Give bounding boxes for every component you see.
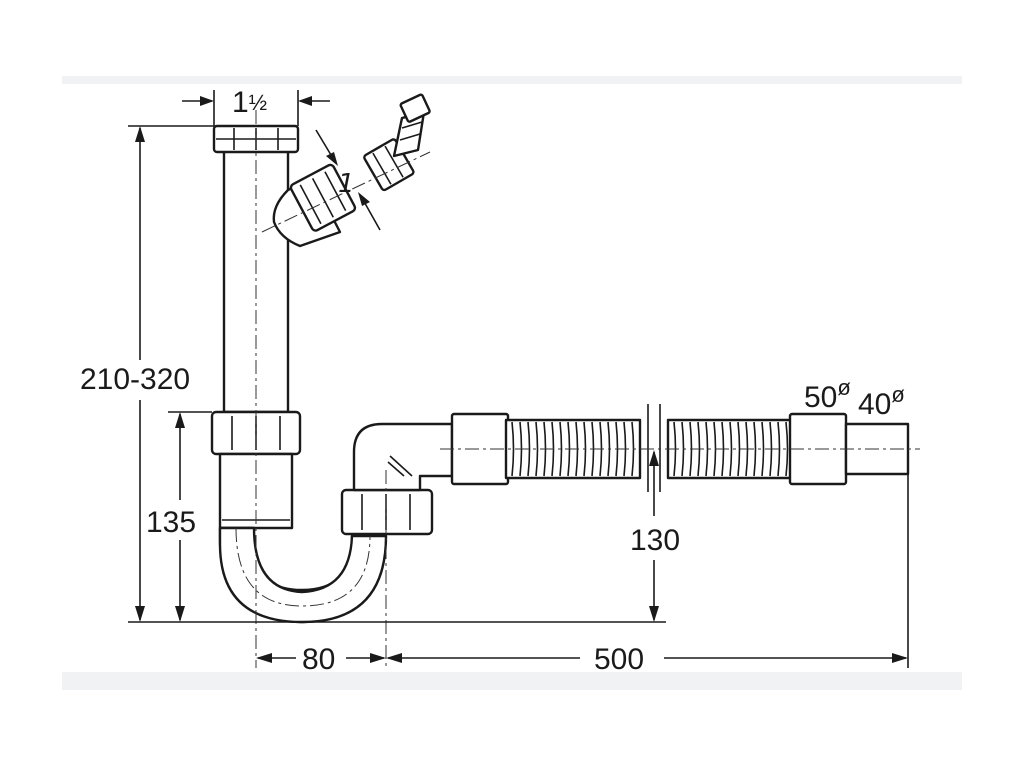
lower-height-label: 135	[146, 506, 196, 539]
diameter-symbol-40: ø	[891, 382, 904, 407]
dim-outlet-diameters: 50ø 40ø	[804, 375, 905, 421]
dim-inlet-size: 1½	[182, 86, 330, 126]
outlet-diameter-40: 40ø	[858, 382, 905, 421]
outlet-height-label: 130	[630, 524, 680, 557]
dim-hose-length: 500	[386, 474, 909, 676]
hose-length-label: 500	[594, 643, 644, 676]
dim-total-height: 210-320	[80, 125, 302, 623]
inlet-size-whole: 1	[232, 86, 249, 119]
bottom-band	[62, 672, 962, 690]
hose-rib	[761, 421, 765, 477]
u-trap	[218, 422, 454, 624]
top-band	[62, 76, 962, 84]
hose-rib	[705, 421, 709, 477]
outlet-hose	[440, 404, 920, 492]
side-inlet-size-label: 1	[338, 169, 355, 199]
dim-side-inlet: 1	[315, 129, 381, 231]
hose-rib	[535, 421, 539, 477]
dim-outlet-height: 130	[302, 450, 680, 623]
total-height-label: 210-320	[80, 363, 190, 396]
hose-rib	[559, 421, 563, 477]
hose-rib	[737, 421, 741, 477]
trap-width-label: 80	[302, 643, 335, 676]
trap-nut	[340, 488, 434, 536]
hose-rib	[785, 421, 789, 477]
side-inlet-centerline	[261, 151, 431, 233]
dim-lower-height: 135	[146, 411, 212, 622]
hose-rib	[777, 421, 781, 477]
hose-rib	[527, 421, 531, 477]
outlet-diameter-50: 50ø	[804, 375, 851, 414]
dim-trap-width: 80	[256, 643, 386, 676]
inlet-size-label: 1½	[232, 86, 267, 119]
hose-rib	[511, 421, 515, 477]
hose-rib	[729, 421, 733, 477]
hose-rib	[753, 421, 757, 477]
diameter-symbol-50: ø	[837, 375, 850, 400]
inlet-size-fraction: ½	[249, 90, 267, 115]
